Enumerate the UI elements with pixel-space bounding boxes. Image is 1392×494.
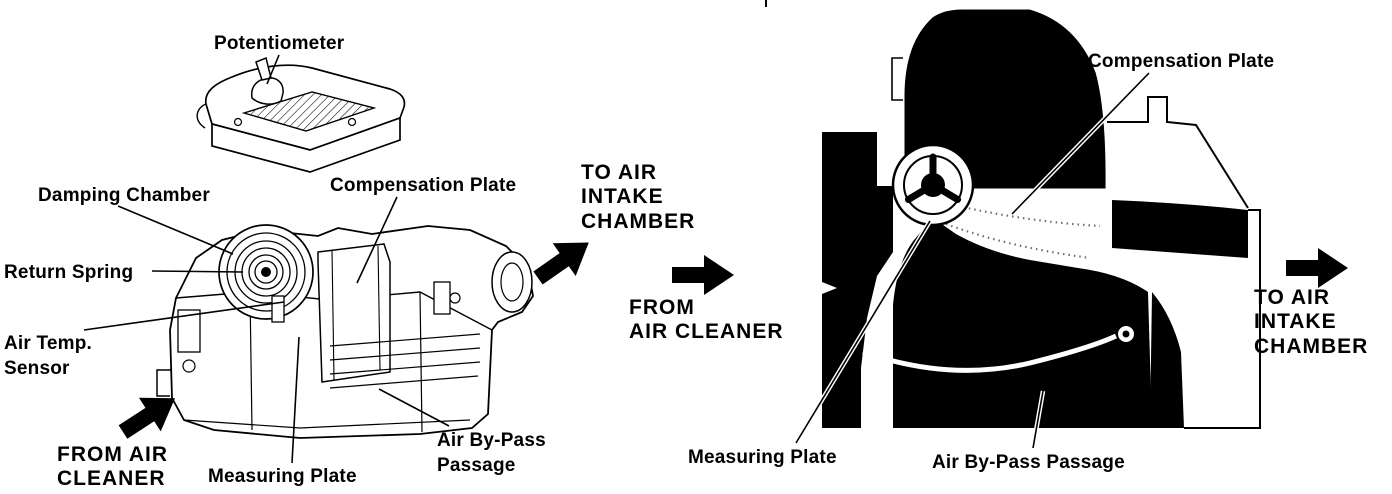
flow-arrows <box>118 242 1348 439</box>
compensation-plate-part <box>317 243 391 383</box>
section-outlet-flange-top <box>1107 96 1249 209</box>
return-spring-coil <box>248 254 284 290</box>
leader-return-spring <box>151 270 244 273</box>
return-spring-coil <box>254 260 278 284</box>
label-measuring-plate-right: Measuring Plate <box>688 447 837 468</box>
leader-damping-chamber <box>117 205 234 255</box>
label-to-air-intake-left: TO AIR INTAKE CHAMBER <box>581 161 696 233</box>
meter-left-bolt <box>182 359 196 373</box>
leader-measuring-plate-left <box>291 336 300 464</box>
section-lower-right-body <box>1150 292 1184 428</box>
label-from-air-cleaner-left: FROM AIR CLEANER <box>57 443 169 491</box>
label-compensation-plate-right: Compensation Plate <box>1088 51 1275 72</box>
air-temp-sensor-part <box>271 295 285 323</box>
measuring-plate-damper-pin <box>1122 330 1130 338</box>
flow-arrow-to-air-intake-right-icon <box>1286 248 1348 288</box>
potentiometer-left-curve <box>196 103 207 129</box>
label-air-bypass-right: Air By-Pass Passage <box>932 452 1125 473</box>
label-air-bypass-left: Air By-Pass Passage <box>437 430 546 477</box>
section-lower-body <box>893 218 1152 428</box>
meter-outlet-snout <box>491 251 533 313</box>
section-measuring-plate <box>862 333 1118 373</box>
airflow-meter-cutaway-drawing <box>156 224 534 439</box>
wedge-stipple-upper <box>957 204 1101 228</box>
section-outlet-flange-right <box>1184 209 1261 429</box>
spring-hub <box>261 267 271 277</box>
compensation-plate-edges <box>331 245 381 381</box>
section-disc-step <box>891 57 903 101</box>
leader-air-temp-sensor <box>83 301 285 331</box>
label-compensation-plate-left: Compensation Plate <box>330 175 517 196</box>
label-damping-chamber: Damping Chamber <box>38 185 210 206</box>
section-pivot-spokes <box>904 153 962 203</box>
meter-outlet-bore <box>500 262 524 302</box>
flow-arrow-from-air-cleaner-left-icon <box>118 397 175 439</box>
potentiometer-knob <box>250 77 284 105</box>
potentiometer-wiper-arm <box>255 56 272 81</box>
leader-potentiometer <box>266 54 280 85</box>
potentiometer-circuit-board <box>241 91 377 132</box>
section-damping-chamber <box>901 6 1109 192</box>
section-left-wall <box>822 132 893 428</box>
leader-compensation-plate-left <box>356 196 398 284</box>
potentiometer-casing-side <box>211 116 401 173</box>
meter-base-edge <box>183 419 471 429</box>
label-measuring-plate-left: Measuring Plate <box>208 466 357 487</box>
flow-arrow-from-air-cleaner-middle-icon <box>672 255 734 295</box>
label-from-air-cleaner-middle: FROM AIR CLEANER <box>629 296 784 344</box>
leader-lines <box>83 54 1151 464</box>
section-upper-right-wall <box>1112 200 1248 258</box>
bracket-bolt <box>449 292 461 304</box>
potentiometer-screw <box>347 117 357 127</box>
section-pivot-shaft <box>921 173 945 197</box>
label-return-spring: Return Spring <box>4 262 134 283</box>
potentiometer-screw <box>233 117 243 127</box>
bypass-passage-vanes <box>329 333 481 389</box>
sensor-bracket <box>433 281 451 315</box>
meter-left-bracket <box>177 309 201 353</box>
leader-measuring-plate-right <box>795 220 931 444</box>
potentiometer-drawing <box>196 56 406 173</box>
meter-left-tab <box>156 369 171 397</box>
flow-arrow-to-air-intake-left-icon <box>533 242 589 285</box>
leader-air-bypass-left <box>378 388 450 427</box>
cross-section-drawing <box>822 6 1261 429</box>
label-potentiometer: Potentiometer <box>214 33 345 54</box>
label-to-air-intake-right: TO AIR INTAKE CHAMBER <box>1254 286 1369 358</box>
label-air-temp-sensor: Air Temp. Sensor <box>4 333 93 380</box>
leader-air-bypass-right <box>1032 390 1044 449</box>
leader-compensation-plate-right <box>1011 72 1150 215</box>
